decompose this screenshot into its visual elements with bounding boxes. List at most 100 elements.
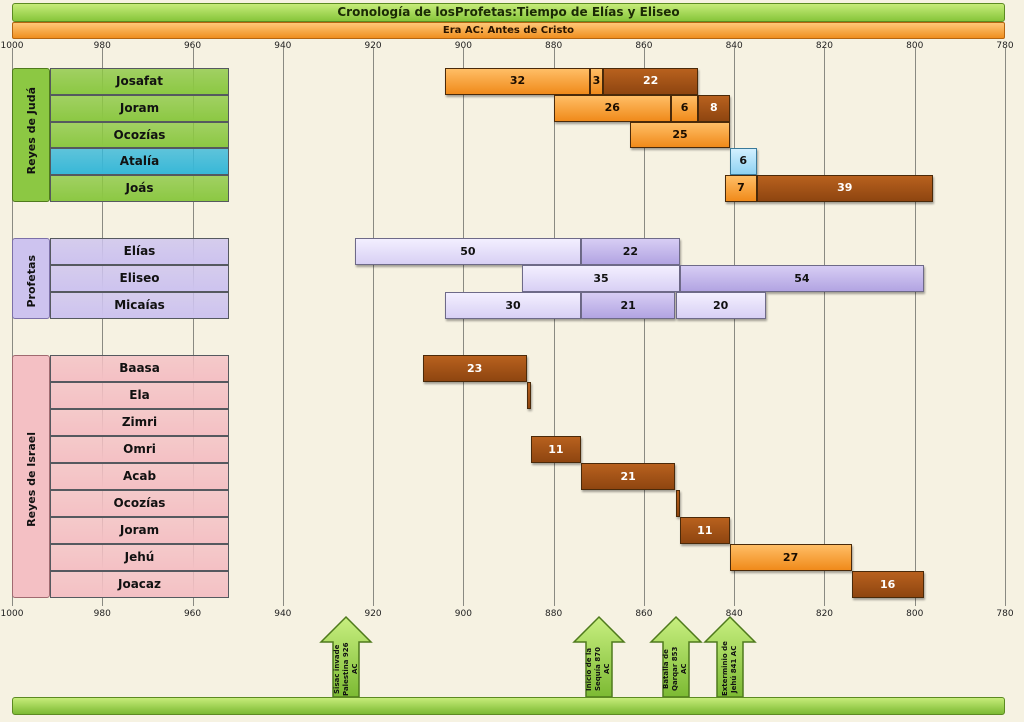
title-part1: Cronología de los (337, 5, 455, 19)
timeline-bar-israel: 16 (851, 571, 924, 598)
tick-label-top: 920 (364, 41, 382, 51)
row-name-israel: Ela (50, 382, 229, 409)
timeline-bar-juda: 8 (698, 94, 730, 122)
event-arrow: Inicio de la Sequía 870 AC (571, 615, 626, 699)
gridline (1005, 48, 1006, 606)
event-label: Inicio de la Sequía 870 AC (585, 647, 612, 691)
group-box-israel: Reyes de Israel (12, 355, 50, 598)
gridline (192, 48, 194, 606)
tick-label-bottom: 780 (996, 609, 1014, 619)
tick-label-top: 860 (635, 41, 653, 51)
tick-label-bottom: 800 (906, 609, 924, 619)
row-name-profetas: Micaías (50, 292, 229, 319)
timeline-bar-israel: 11 (680, 517, 730, 544)
tick-label-bottom: 920 (364, 609, 382, 619)
tick-label-top: 980 (93, 41, 111, 51)
event-label-wrap: Inicio de la Sequía 870 AC (585, 641, 613, 697)
timeline-bar-profetas: 35 (522, 265, 680, 292)
tick-label-bottom: 880 (545, 609, 563, 619)
tick-label-bottom: 900 (454, 609, 472, 619)
timeline-bar-israel (526, 382, 532, 409)
tick-label-top: 940 (274, 41, 292, 51)
row-name-israel: Joacaz (50, 571, 229, 598)
timeline-bar-profetas: 54 (680, 265, 924, 292)
timeline-bar-profetas: 30 (445, 292, 581, 319)
group-box-juda: Reyes de Judá (12, 68, 50, 202)
row-name-israel: Zimri (50, 409, 229, 436)
event-label: Sisac invade Palestina 926 AC (332, 642, 359, 696)
timeline-bar-juda: 39 (756, 175, 933, 202)
gridline (643, 48, 645, 606)
row-name-israel: Acab (50, 463, 229, 490)
timeline-bar-israel: 27 (729, 544, 852, 571)
event-arrow: Sisac invade Palestina 926 AC (319, 615, 373, 699)
timeline-bar-juda: 25 (630, 121, 730, 149)
event-label-wrap: Batalla de Qarqar 853 AC (662, 641, 690, 697)
row-name-juda: Josafat (50, 68, 229, 95)
row-name-profetas: Eliseo (50, 265, 229, 292)
chart-title: Cronología de losProfetas:Tiempo de Elía… (12, 3, 1005, 22)
row-name-juda: Joás (50, 175, 229, 202)
timeline-bar-israel: 23 (422, 355, 527, 382)
row-name-israel: Joram (50, 517, 229, 544)
timeline-bar-juda: 7 (725, 175, 757, 202)
gridline (373, 48, 375, 606)
tick-label-top: 960 (183, 41, 202, 51)
axis-ticks-top: 1000 980 960 940 920 900 880 860 840 820 800 780 (0, 41, 1024, 53)
tick-label-top: 900 (454, 41, 472, 51)
timeline-bar-juda: 3 (589, 68, 604, 95)
tick-label-bottom: 840 (725, 609, 743, 619)
era-subtitle: Era AC: Antes de Cristo (12, 22, 1005, 39)
title-part2: Profetas:Tiempo de Elías y Eliseo (454, 5, 680, 19)
row-name-israel: Omri (50, 436, 229, 463)
timeline-bar-profetas: 50 (355, 238, 581, 265)
timeline-bar-juda: 22 (603, 68, 699, 95)
row-name-profetas: Elías (50, 238, 229, 265)
event-label: Exterminio de Jehú 841 AC (720, 641, 738, 697)
event-label-wrap: Exterminio de Jehú 841 AC (716, 641, 744, 697)
event-arrow: Exterminio de Jehú 841 AC (702, 615, 757, 699)
tick-label-top: 1000 (0, 41, 24, 51)
event-label-wrap: Sisac invade Palestina 926 AC (332, 641, 360, 697)
row-name-israel: Baasa (50, 355, 229, 382)
tick-label-top: 780 (996, 41, 1014, 51)
gridline (282, 48, 284, 606)
timeline-bar-juda: 26 (553, 94, 671, 122)
row-name-israel: Jehú (50, 544, 229, 571)
timeline-bar-profetas: 21 (580, 292, 676, 319)
timeline-bar-profetas: 22 (580, 238, 680, 265)
timeline-bar-juda: 6 (670, 94, 699, 122)
tick-label-bottom: 960 (183, 609, 202, 619)
timeline-bar-juda: 6 (729, 148, 757, 176)
tick-label-top: 880 (545, 41, 563, 51)
gridline (734, 48, 736, 606)
timeline-bar-israel: 21 (580, 463, 676, 490)
group-box-profetas: Profetas (12, 238, 50, 319)
gridline (12, 48, 13, 606)
gridline (463, 48, 465, 606)
timeline-bar-israel (675, 490, 680, 517)
tick-label-top: 840 (725, 41, 743, 51)
bottom-bar (12, 697, 1005, 715)
tick-label-bottom: 1000 (0, 609, 24, 619)
tick-label-bottom: 860 (635, 609, 653, 619)
gridline (914, 48, 916, 606)
gridline (824, 48, 826, 606)
tick-label-top: 800 (906, 41, 924, 51)
tick-label-bottom: 940 (274, 609, 292, 619)
gridline (102, 48, 104, 606)
row-name-juda: Atalía (50, 148, 229, 176)
tick-label-bottom: 820 (815, 609, 834, 619)
timeline-bar-israel: 11 (531, 436, 581, 463)
row-name-juda: Ocozías (50, 121, 229, 149)
tick-label-top: 820 (815, 41, 834, 51)
gridline (553, 48, 555, 606)
tick-label-bottom: 980 (93, 609, 111, 619)
row-name-israel: Ocozías (50, 490, 229, 517)
timeline-bar-juda: 32 (445, 68, 590, 95)
row-name-juda: Joram (50, 94, 229, 122)
